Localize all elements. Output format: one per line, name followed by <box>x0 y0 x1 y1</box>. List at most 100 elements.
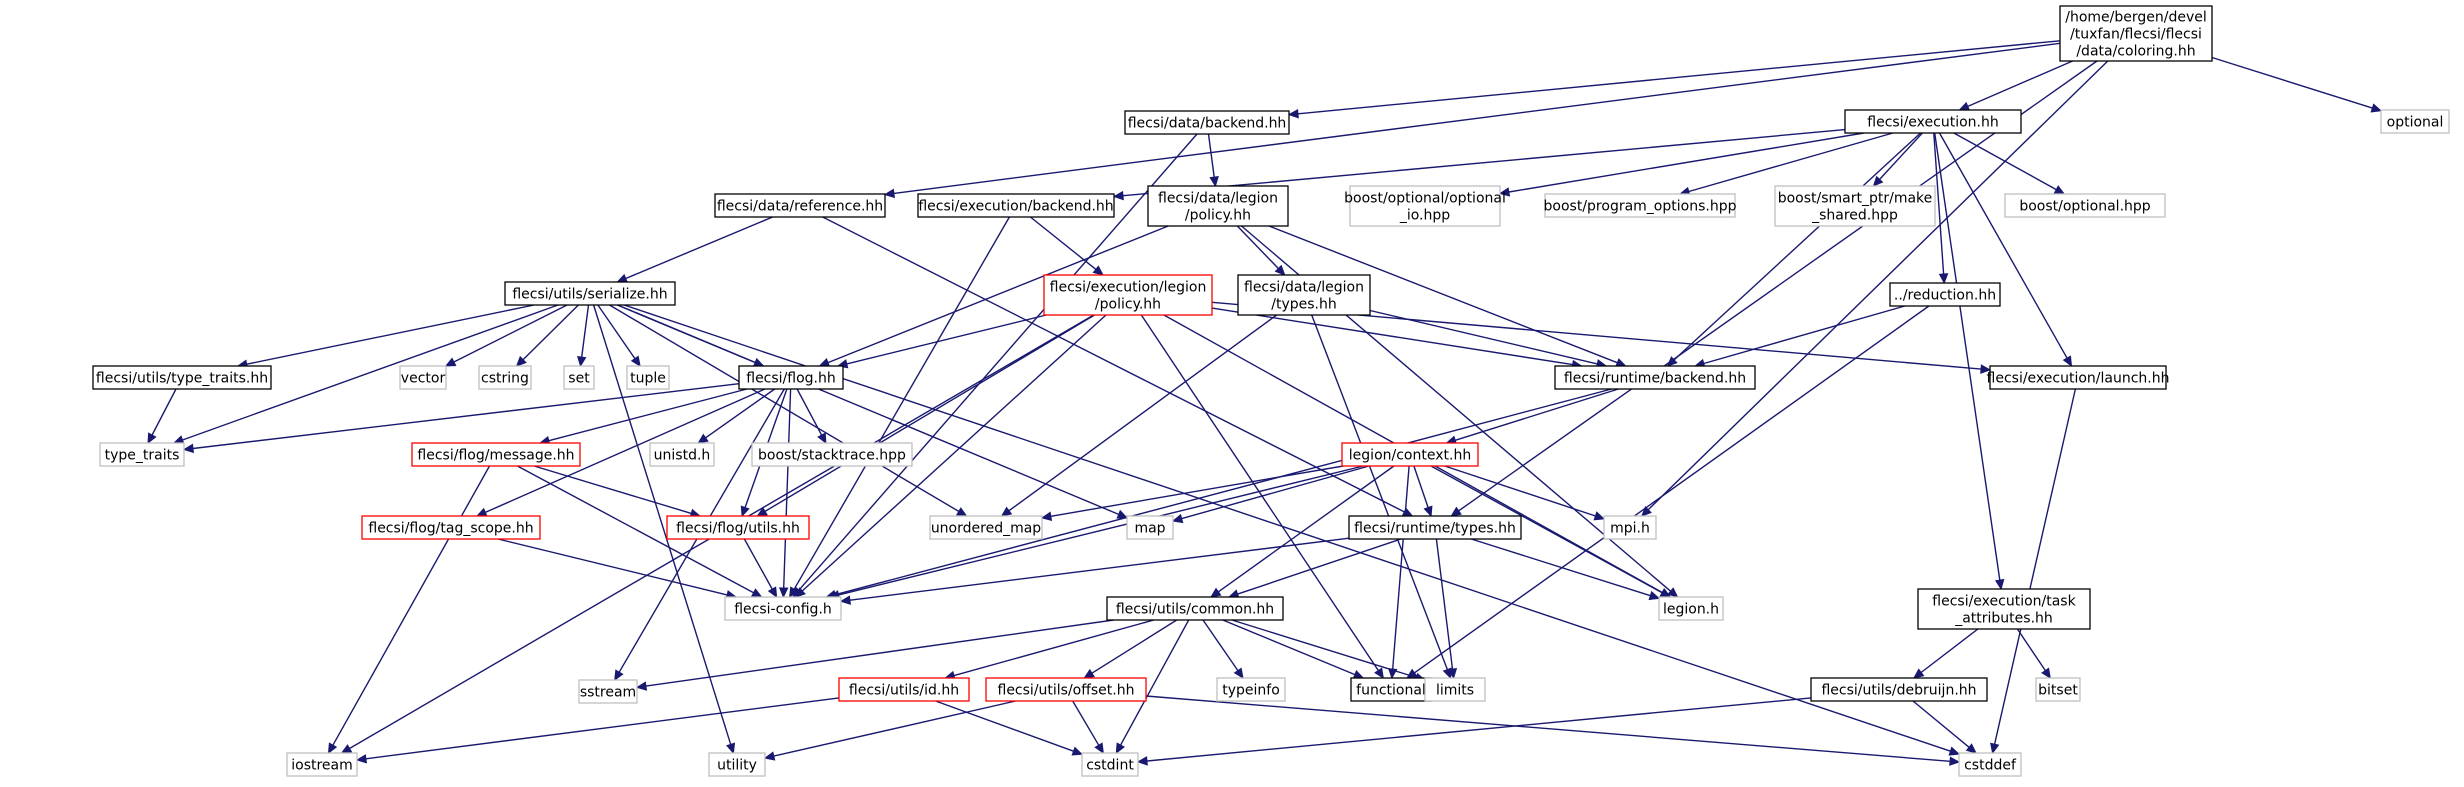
node-boost-optional[interactable]: boost/optional.hpp <box>2004 193 2166 218</box>
node-limits[interactable]: limits <box>1424 677 1486 702</box>
node-label: flecsi/execution/backend.hh <box>918 199 1113 215</box>
edge-arrow-head <box>577 356 587 368</box>
node-data-legion-types[interactable]: flecsi/data/legion/types.hh <box>1237 274 1371 316</box>
edge-arrow-head <box>883 188 895 199</box>
node-label: flecsi/flog/message.hh <box>417 448 574 464</box>
edge-arrow-head <box>1423 505 1433 518</box>
node-flog-utils[interactable]: flecsi/flog/utils.hh <box>666 515 810 540</box>
node-flog-tag-scope[interactable]: flecsi/flog/tag_scope.hh <box>361 515 541 540</box>
node-box <box>714 193 886 218</box>
node-tuple[interactable]: tuple <box>626 365 670 390</box>
node-boost-program-options[interactable]: boost/program_options.hpp <box>1544 193 1737 218</box>
node-cstddef[interactable]: cstddef <box>1958 752 2022 777</box>
node-box <box>1348 515 1522 540</box>
edge-line <box>798 133 1198 591</box>
node-boost-stacktrace[interactable]: boost/stacktrace.hpp <box>751 442 913 467</box>
edge-line <box>838 465 1364 596</box>
node-utils-type-traits[interactable]: flecsi/utils/type_traits.hh <box>92 365 272 390</box>
node-cstring[interactable]: cstring <box>478 365 532 390</box>
node-sstream[interactable]: sstream <box>578 679 638 704</box>
node-runtime-types[interactable]: flecsi/runtime/types.hh <box>1348 515 1522 540</box>
node-label: set <box>568 371 590 387</box>
node-utils-offset[interactable]: flecsi/utils/offset.hh <box>985 677 1147 702</box>
node-functional[interactable]: functional <box>1350 677 1432 702</box>
edge-line <box>609 304 960 513</box>
node-execution[interactable]: flecsi/execution.hh <box>1844 109 2022 134</box>
node-bitset[interactable]: bitset <box>2035 677 2081 702</box>
node-box <box>1106 596 1284 621</box>
node-boost-optional-io[interactable]: boost/optional/optional_io.hpp <box>1344 185 1506 227</box>
node-map[interactable]: map <box>1126 515 1174 540</box>
dependency-edge-utils_offset-to-cstddef <box>1145 695 1961 766</box>
node-typeinfo[interactable]: typeinfo <box>1216 677 1286 702</box>
node-type-traits[interactable]: type_traits <box>99 442 185 467</box>
node-label: _attributes.hh <box>1954 611 2053 627</box>
node-label: mpi.h <box>1610 521 1650 537</box>
node-set[interactable]: set <box>563 365 595 390</box>
node-utils-serialize[interactable]: flecsi/utils/serialize.hh <box>504 281 676 306</box>
node-utils-common[interactable]: flecsi/utils/common.hh <box>1106 596 1284 621</box>
edge-line <box>1444 465 1596 517</box>
edge-arrow-head <box>1965 743 1977 754</box>
node-exec-legion-policy[interactable]: flecsi/execution/legion/policy.hh <box>1043 274 1213 316</box>
edge-arrow-head <box>1948 746 1961 756</box>
dependency-edge-root-to-data_reference <box>883 42 2061 199</box>
node-label: functional <box>1356 683 1426 699</box>
node-root[interactable]: /home/bergen/devel/tuxfan/flecsi/flecsi/… <box>2059 5 2213 62</box>
node-label: flecsi/execution.hh <box>1867 115 1998 131</box>
edge-arrow-head <box>1667 587 1679 598</box>
dependency-edge-exec_legion_policy-to-functional <box>1140 314 1384 680</box>
node-optional[interactable]: optional <box>2380 109 2450 134</box>
node-legion-context[interactable]: legion/context.hh <box>1341 442 1479 467</box>
node-mpi[interactable]: mpi.h <box>1603 515 1657 540</box>
node-unordered-map[interactable]: unordered_map <box>929 515 1043 540</box>
node-cstdint[interactable]: cstdint <box>1081 752 1139 777</box>
node-utility[interactable]: utility <box>708 752 766 777</box>
node-flog[interactable]: flecsi/flog.hh <box>738 365 844 390</box>
dependency-edge-utils_serialize-to-utils_type_traits <box>236 304 535 369</box>
node-label: bitset <box>2038 683 2078 699</box>
node-exec-task-attributes[interactable]: flecsi/execution/task_attributes.hh <box>1917 588 2091 630</box>
edge-line <box>625 216 773 280</box>
nodes-layer: /home/bergen/devel/tuxfan/flecsi/flecsi/… <box>92 5 2450 777</box>
edge-arrow-head <box>1913 668 1925 679</box>
node-box <box>1810 677 1988 702</box>
node-label: tuple <box>630 371 666 387</box>
node-unistd[interactable]: unistd.h <box>649 442 715 467</box>
node-box <box>1126 515 1174 540</box>
edge-line <box>743 538 773 590</box>
edge-line <box>645 619 1114 687</box>
node-vector[interactable]: vector <box>399 365 447 390</box>
node-iostream[interactable]: iostream <box>286 752 358 777</box>
node-data-backend[interactable]: flecsi/data/backend.hh <box>1124 110 1290 135</box>
node-box <box>626 365 670 390</box>
node-box <box>1989 365 2167 390</box>
edge-line <box>1879 132 1923 180</box>
node-exec-launch[interactable]: flecsi/execution/launch.hh <box>1987 365 2170 390</box>
node-data-legion-policy[interactable]: flecsi/data/legion/policy.hh <box>1147 185 1289 227</box>
node-utils-debruijn[interactable]: flecsi/utils/debruijn.hh <box>1810 677 1988 702</box>
edge-arrow-head <box>839 595 851 605</box>
node-exec-backend[interactable]: flecsi/execution/backend.hh <box>917 193 1115 218</box>
node-legion-h[interactable]: legion.h <box>1658 596 1724 621</box>
edge-arrow-head <box>1040 511 1053 521</box>
node-box <box>1658 596 1724 621</box>
node-flecsi-config[interactable]: flecsi-config.h <box>724 596 842 621</box>
node-data-reference[interactable]: flecsi/data/reference.hh <box>714 193 886 218</box>
dependency-edge-exec_launch-to-cstddef <box>1990 388 2077 755</box>
node-label: boost/smart_ptr/make <box>1778 191 1933 207</box>
node-flog-message[interactable]: flecsi/flog/message.hh <box>411 442 581 467</box>
node-runtime-backend[interactable]: flecsi/runtime/backend.hh <box>1554 365 1756 390</box>
edge-line <box>365 697 840 760</box>
node-utils-id[interactable]: flecsi/utils/id.hh <box>838 677 970 702</box>
node-label: boost/stacktrace.hpp <box>758 448 906 464</box>
dependency-edge-execution-to-boost_make_shared <box>1872 132 1923 187</box>
node-reduction[interactable]: ../reduction.hh <box>1889 282 2001 307</box>
edge-line <box>1647 60 2109 511</box>
edge-line <box>705 388 776 439</box>
node-boost-make-shared[interactable]: boost/smart_ptr/make_shared.hpp <box>1774 185 1936 227</box>
node-box <box>649 442 715 467</box>
node-box <box>2059 5 2213 62</box>
edge-line <box>1050 465 1344 517</box>
